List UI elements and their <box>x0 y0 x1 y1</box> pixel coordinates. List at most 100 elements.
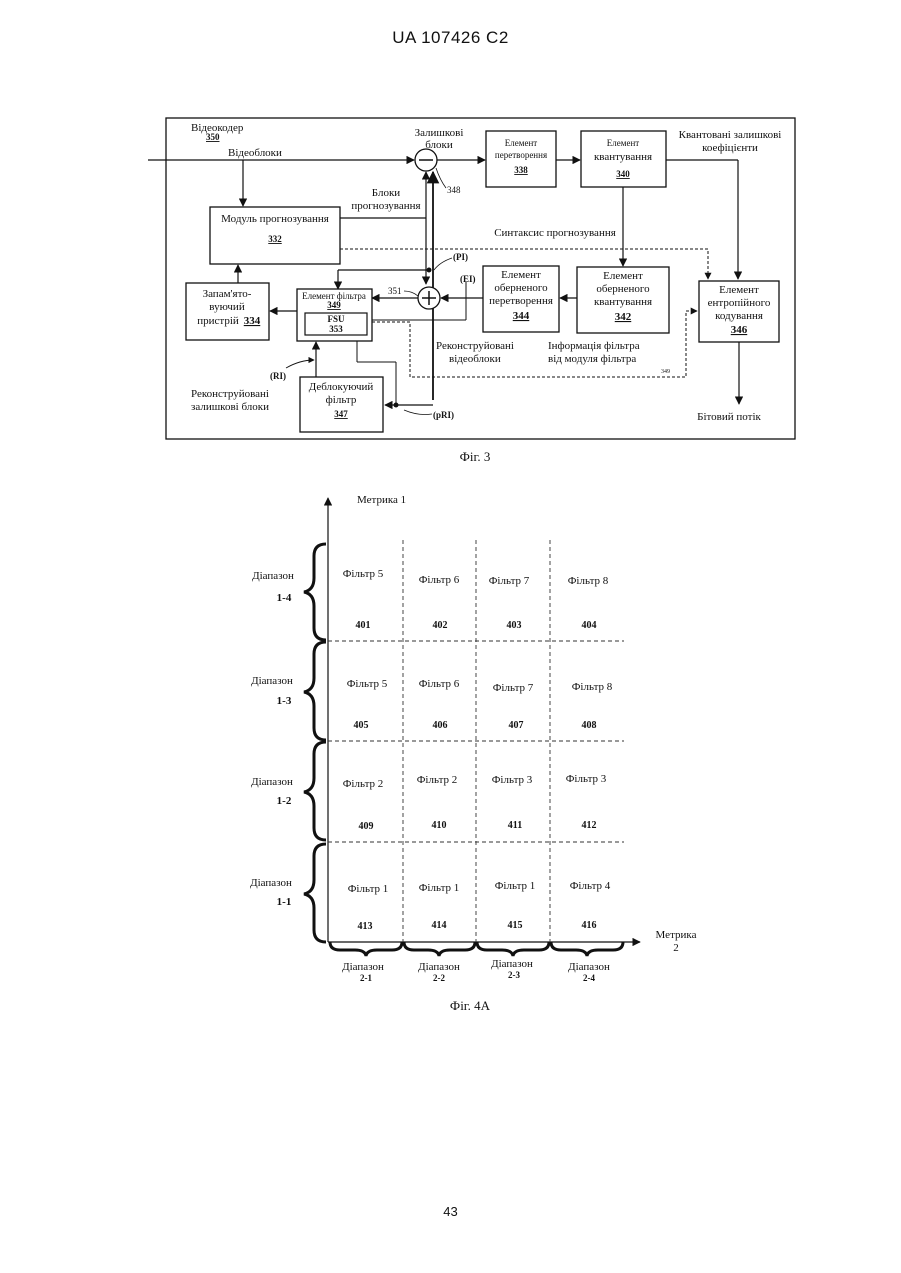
ei-label: (EI) <box>460 274 476 284</box>
cell-number: 405 <box>354 720 369 731</box>
cell-filter-label: Фільтр 4 <box>570 880 611 892</box>
inverse-quantization-label-2: оберненого <box>596 283 650 295</box>
memory-number: 334 <box>244 315 261 327</box>
quantized-coef-label-2: коефіцієнти <box>702 142 758 154</box>
cell-410: Фільтр 2410 <box>417 774 458 831</box>
figure-3-block-diagram: Відеокодер 350 Відеоблоки Залишкові блок… <box>0 0 901 470</box>
inverse-transform-label-1: Елемент <box>501 269 541 281</box>
fsu-number: 353 <box>329 324 343 334</box>
quantization-unit-label-2: квантування <box>594 151 652 163</box>
cell-number: 403 <box>507 620 522 631</box>
cell-409: Фільтр 2 409 <box>343 778 384 832</box>
inverse-transform-label-3: перетворення <box>489 295 553 307</box>
figure-4a-filter-grid: Метрика 1 Метрика 2 Діапазон <box>0 470 901 1030</box>
transform-unit-label-1: Елемент <box>505 138 537 148</box>
cell-number: 402 <box>433 620 448 631</box>
deblocking-filter-label-2: фільтр <box>326 394 357 406</box>
row-brace-1-1 <box>304 844 326 942</box>
quantized-coef-label-1: Квантовані залишкові <box>679 129 782 141</box>
cell-filter-label: Фільтр 1 <box>348 883 389 895</box>
cell-405: Фільтр 5 405 <box>347 678 388 731</box>
entropy-coding-label-3: кодування <box>715 310 763 322</box>
figure-3-caption: Фіг. 3 <box>460 449 491 464</box>
pi-label: (PI) <box>453 252 468 262</box>
deblocking-filter-number: 347 <box>334 409 348 419</box>
col-range-labels: Діапазон 2-1 Діапазон 2-2 Діапазон 2-3 Д… <box>342 958 610 983</box>
cell-filter-label: Фільтр 8 <box>572 681 613 693</box>
filter-unit-number: 349 <box>327 300 341 310</box>
reconstructed-video-label-2: відеоблоки <box>449 353 501 365</box>
filter-info-number: 349 <box>661 369 670 375</box>
figure-4a-caption: Фіг. 4А <box>450 998 491 1013</box>
entropy-coding-number: 346 <box>731 324 748 336</box>
reconstructed-residual-label-1: Реконструйовані <box>191 388 269 400</box>
cell-filter-label: Фільтр 1 <box>495 880 536 892</box>
col-range-value: 2-1 <box>360 973 372 983</box>
adder-number: 351 <box>388 286 402 296</box>
transform-unit-number: 338 <box>514 165 528 175</box>
encoder-number: 350 <box>206 132 220 142</box>
col-range-word: Діапазон <box>342 961 384 973</box>
deblocking-filter-label-1: Деблокуючий <box>309 381 374 393</box>
cell-filter-label: Фільтр 7 <box>493 682 534 694</box>
metric-2-label-2: 2 <box>673 942 679 954</box>
cell-number: 416 <box>582 920 597 931</box>
cell-412: Фільтр 3412 <box>566 773 607 831</box>
reconstructed-residual-label-2: залишкові блоки <box>191 401 269 413</box>
col-range-value: 2-4 <box>583 973 595 983</box>
video-blocks-label: Відеоблоки <box>228 147 282 159</box>
inverse-transform-number: 344 <box>513 310 530 322</box>
cell-415: Фільтр 1 415 <box>495 880 536 931</box>
reconstructed-video-label-1: Реконструйовані <box>436 340 514 352</box>
col-brace-2-4 <box>551 942 623 956</box>
inverse-quantization-number: 342 <box>615 311 632 323</box>
row-range-value: 1-2 <box>277 795 292 807</box>
metric-2-label-1: Метрика <box>656 929 697 941</box>
cell-filter-label: Фільтр 5 <box>343 568 384 580</box>
cell-filter-label: Фільтр 7 <box>489 575 530 587</box>
col-brace-2-1 <box>330 942 402 956</box>
cell-411: Фільтр 3411 <box>492 774 533 831</box>
cell-number: 411 <box>508 820 522 831</box>
cell-filter-label: Фільтр 2 <box>417 774 458 786</box>
residual-blocks-label-2: блоки <box>425 139 453 151</box>
cell-number: 409 <box>359 821 374 832</box>
pri-label: (pRI) <box>433 410 454 420</box>
cell-filter-label: Фільтр 5 <box>347 678 388 690</box>
row-range-value: 1-4 <box>277 592 292 604</box>
cell-401: Фільтр 5401 <box>343 568 384 631</box>
col-range-word: Діапазон <box>568 961 610 973</box>
row-range-value: 1-1 <box>277 896 292 908</box>
bitstream-label: Бітовий потік <box>697 411 761 423</box>
row-brace-1-2 <box>304 742 326 840</box>
col-range-word: Діапазон <box>418 961 460 973</box>
ri-label: (RI) <box>270 371 286 381</box>
fsu-label: FSU <box>327 314 345 324</box>
prediction-blocks-label-2: прогнозування <box>351 200 420 212</box>
cell-filter-label: Фільтр 6 <box>419 678 460 690</box>
quantization-unit-label-1: Елемент <box>607 138 639 148</box>
cell-filter-label: Фільтр 2 <box>343 778 384 790</box>
residual-blocks-label-1: Залишкові <box>415 127 464 139</box>
cell-408: Фільтр 8 408 <box>572 681 613 731</box>
row-range-word: Діапазон <box>252 570 294 582</box>
cell-filter-label: Фільтр 3 <box>566 773 607 785</box>
row-range-word: Діапазон <box>251 776 293 788</box>
inverse-quantization-label-1: Елемент <box>603 270 643 282</box>
cell-404: Фільтр 8404 <box>568 575 609 631</box>
row-range-word: Діапазон <box>251 675 293 687</box>
filter-info-label-2: від модуля фільтра <box>548 353 636 365</box>
cell-407: Фільтр 7407 <box>493 682 534 731</box>
subtractor-number: 348 <box>447 185 461 195</box>
col-range-value: 2-2 <box>433 973 445 983</box>
cell-number: 413 <box>358 921 373 932</box>
cell-406: Фільтр 6406 <box>419 678 460 731</box>
col-brace-2-2 <box>404 942 475 956</box>
memory-label-1: Запам'ято- <box>203 288 252 300</box>
cell-403: Фільтр 7 403 <box>489 575 530 631</box>
entropy-coding-label-2: ентропійного <box>708 297 771 309</box>
cell-number: 415 <box>508 920 523 931</box>
col-range-word: Діапазон <box>491 958 533 970</box>
cell-number: 408 <box>582 720 597 731</box>
